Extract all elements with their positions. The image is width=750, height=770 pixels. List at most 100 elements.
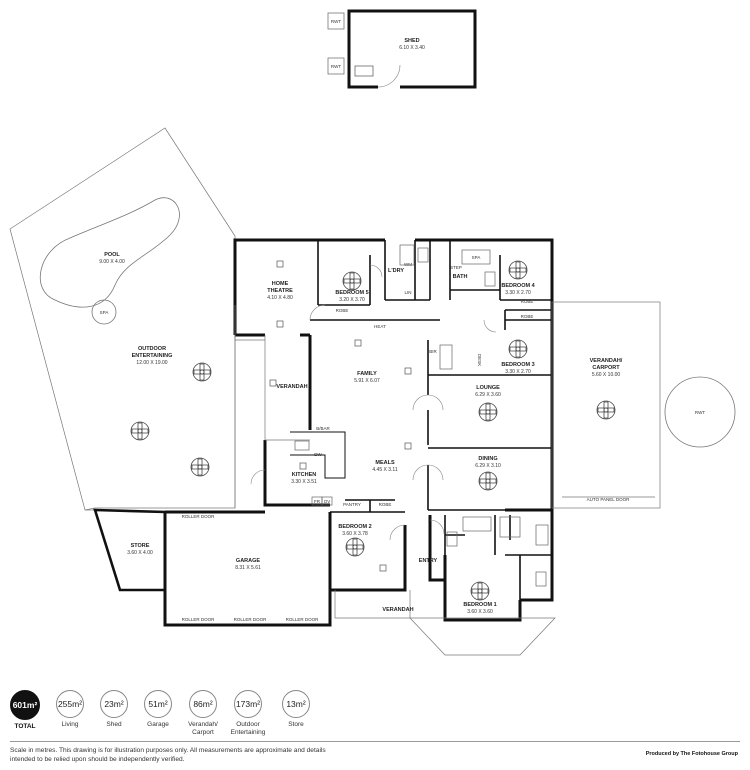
interior-walls [310,240,552,600]
fan-icon [342,271,362,291]
garage-label: GARAGE [236,558,260,564]
verandah-left: VERANDAH [234,335,310,508]
meals-label: MEALS [375,460,395,466]
fan-icon [478,471,498,491]
roller-door-label: ROLLER DOOR [286,617,320,622]
rainwater-tank: RWT [664,376,736,448]
legend-garage-label: Garage [147,721,169,728]
bathroom-fixtures [399,244,549,587]
outdoor-entertaining-area: OUTDOOR ENTERTAINING 12.00 X 19.00 [9,127,236,511]
home-theatre-dims: 4.10 X 4.80 [267,295,293,301]
rwt-label: RWT [331,64,341,69]
kitchen-label: KITCHEN [292,472,316,478]
legend-outdoor-entertaining: 173m² Outdoor Entertaining [226,690,270,737]
verandah-carport: VERANDAH/ CARPORT 5.60 X 10.00 AUTO PANE… [551,301,661,509]
rwt-label: RWT [331,19,341,24]
outdoor-entertaining-label2: ENTERTAINING [132,353,173,359]
legend-outdoor-entertaining-value: 173m² [234,690,262,718]
bedroom4-dims: 3.30 X 2.70 [505,290,531,296]
bedroom3-label: BEDROOM 3 [501,362,534,368]
store-dims: 3.60 X 4.00 [127,550,153,556]
carport-label2: CARPORT [592,365,620,371]
roller-door-label: ROLLER DOOR [234,617,268,622]
bedroom1-label: BEDROOM 1 [463,602,496,608]
fan-icon [345,537,365,557]
legend-living-value: 255m² [56,690,84,718]
spa-label: SPA [100,310,109,315]
fan-icon [190,457,210,477]
kitchen-dims: 3.30 X 3.51 [291,479,317,485]
bedroom2-label: BEDROOM 2 [338,524,371,530]
pool-label: POOL [104,252,120,258]
ceiling-fans [130,260,616,601]
meals-dims: 4.45 X 3.11 [372,467,397,473]
bedroom3-dims: 3.30 X 2.70 [505,369,531,375]
legend-store-label: Store [288,721,304,728]
home-theatre-label1: HOME [272,281,289,287]
roller-door-label: ROLLER DOOR [182,514,216,519]
legend-living: 255m² Living [48,690,92,729]
footer-divider [10,741,740,742]
pool-dims: 9.00 X 4.00 [99,259,125,265]
fridge-label: FR [314,499,321,504]
main-house-walls [163,238,554,627]
lounge-dims: 6.29 X 3.60 [475,392,501,398]
legend-total-label: TOTAL [14,723,36,730]
legend-living-label: Living [61,721,79,728]
legend-total: 601m² TOTAL [3,690,47,731]
legend-store-value: 13m² [282,690,310,718]
fan-icon [130,421,150,441]
lin-label: LIN [404,290,411,295]
legend-verandah-carport: 86m² Verandah/ Carport [181,690,225,737]
robe-label: ROBE [336,308,349,313]
bath-label: BATH [453,274,468,280]
room-labels: HOME THEATRE 4.10 X 4.80 BEDROOM 5 3.20 … [182,249,536,622]
store-room: STORE 3.60 X 4.00 [93,508,167,592]
fan-icon [508,339,528,359]
theatre-window-bay [234,305,265,341]
light-points [269,260,412,572]
pool: POOL 9.00 X 4.00 SPA [39,197,180,325]
legend-verandah-carport-label: Verandah/ Carport [188,721,218,736]
wm-label: WM [404,262,412,267]
fan-icon [508,260,528,280]
desk-label: DESK [477,354,482,366]
legend-garage-value: 51m² [144,690,172,718]
garage-dims: 8.31 X 5.61 [235,565,261,571]
bedroom1-dims: 3.60 X 3.60 [467,609,493,615]
bath-spa-label: SPA [472,255,481,260]
outdoor-entertaining-label1: OUTDOOR [138,346,166,352]
roller-door-label: ROLLER DOOR [182,617,216,622]
store-label: STORE [131,543,150,549]
dining-label: DINING [478,456,497,462]
carport-label1: VERANDAH/ [590,358,623,364]
legend-outdoor-entertaining-label: Outdoor Entertaining [230,721,266,736]
home-theatre-label2: THEATRE [267,288,293,294]
legend-total-value: 601m² [10,690,40,720]
bir-label: BIR [429,349,437,354]
fan-icon [596,400,616,420]
shed-building: SHED 6.10 X 3.40 RWT RWT [327,9,477,89]
robe-label: ROBE [521,314,534,319]
family-dims: 5.91 X 6.07 [354,378,380,384]
fan-icon [470,581,490,601]
bedroom4-label: BEDROOM 4 [501,283,535,289]
carport-dims: 5.60 X 10.00 [592,372,621,378]
fan-icon [478,402,498,422]
step-label: STEP [450,265,462,270]
area-legend: 601m² TOTAL 255m² Living 23m² Shed 51m² … [10,690,330,740]
legend-shed-label: Shed [106,721,122,728]
rwt-label: RWT [695,410,705,415]
producer-credit: Produced by The Fotohouse Group [645,751,738,757]
verandah-left-label: VERANDAH [276,384,307,390]
robe-label: ROBE [379,502,392,507]
oven-label: OV [324,499,331,504]
bbar-label: B/BAR [316,426,330,431]
floor-plan: SHED 6.10 X 3.40 RWT RWT OUTDOOR ENTERTA… [9,9,736,656]
pantry-label: PANTRY [343,502,361,507]
door-swings [250,264,497,541]
legend-garage: 51m² Garage [136,690,180,729]
auto-panel-door-label: AUTO PANEL DOOR [587,497,630,502]
lounge-label: LOUNGE [476,385,500,391]
shed-dims: 6.10 X 3.40 [399,45,425,51]
